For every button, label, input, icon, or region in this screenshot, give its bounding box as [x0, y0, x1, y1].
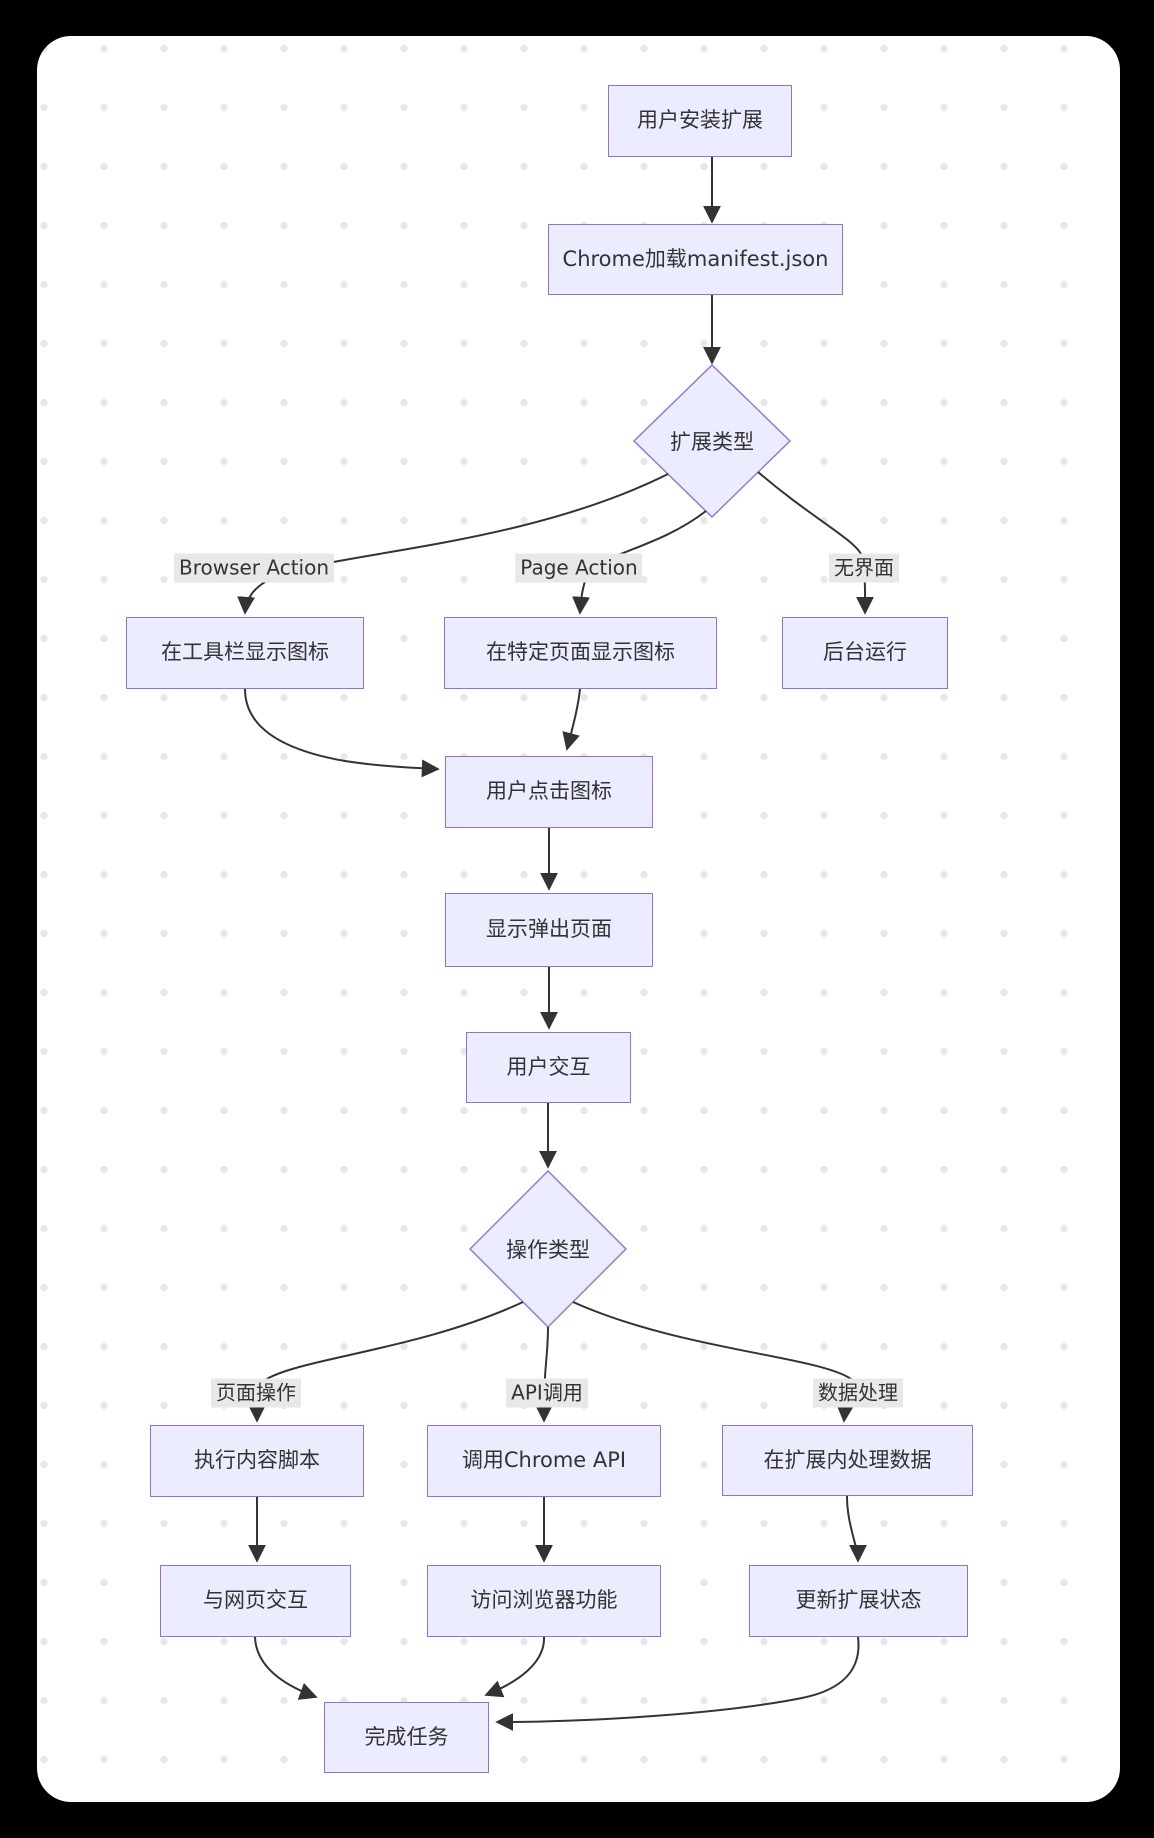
edge-optype-to-processdata	[572, 1301, 855, 1423]
node-process-in-extension: 在扩展内处理数据	[722, 1425, 973, 1496]
node-page-specific-icon: 在特定页面显示图标	[444, 617, 717, 689]
node-show-popup: 显示弹出页面	[445, 893, 653, 967]
node-background-run: 后台运行	[782, 617, 948, 689]
node-interact-webpage: 与网页交互	[160, 1565, 351, 1637]
edge-label-data-processing: 数据处理	[813, 1378, 903, 1408]
node-toolbar-icon: 在工具栏显示图标	[126, 617, 364, 689]
edge-toolbar-to-click	[244, 688, 440, 778]
edge-pagespecific-to-click	[562, 688, 581, 751]
node-install-extension: 用户安装扩展	[608, 85, 792, 157]
node-update-extension-state: 更新扩展状态	[749, 1565, 968, 1637]
node-user-interaction: 用户交互	[466, 1032, 631, 1103]
edge-label-page-operation: 页面操作	[211, 1378, 301, 1408]
edge-label-page-action: Page Action	[515, 553, 643, 583]
edge-processdata-to-updatestate	[846, 1495, 867, 1563]
node-load-manifest: Chrome加载manifest.json	[548, 224, 843, 295]
edge-label-browser-action: Browser Action	[173, 553, 335, 583]
edge-updatestate-to-done	[495, 1636, 860, 1731]
node-call-chrome-api: 调用Chrome API	[427, 1425, 661, 1497]
edge-webpage-to-done	[254, 1636, 318, 1700]
node-access-browser-features: 访问浏览器功能	[427, 1565, 661, 1637]
edge-type-to-background	[757, 471, 875, 615]
node-run-content-script: 执行内容脚本	[150, 1425, 364, 1497]
decision-extension-type	[632, 364, 792, 518]
edge-type-to-toolbar	[237, 473, 669, 615]
edge-features-to-done	[484, 1636, 546, 1698]
node-user-click-icon: 用户点击图标	[445, 756, 653, 828]
node-extension-type: 扩展类型	[670, 430, 754, 454]
edge-label-api-call: API调用	[506, 1378, 588, 1408]
edge-label-no-ui: 无界面	[829, 553, 899, 583]
node-task-complete: 完成任务	[324, 1702, 489, 1773]
edge-optype-to-chromeapi	[535, 1326, 554, 1423]
node-operation-type: 操作类型	[506, 1238, 590, 1262]
